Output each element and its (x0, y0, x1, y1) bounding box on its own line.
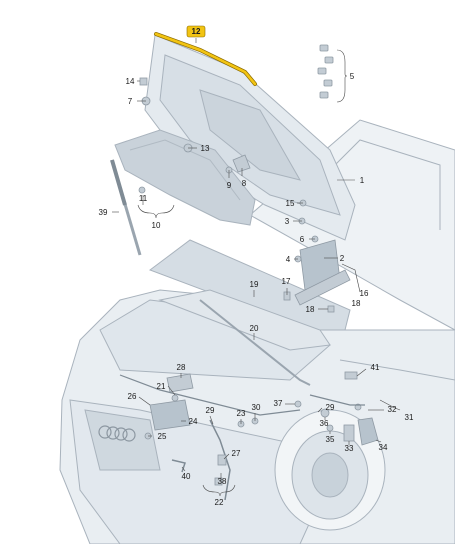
hood-panel (144, 34, 356, 241)
callout-13: 13 (201, 144, 210, 153)
callout-36: 36 (320, 419, 329, 428)
callout-label: 36 (320, 419, 329, 428)
callout-37: 37 (274, 399, 283, 408)
callout-31: 31 (405, 413, 414, 422)
callout-label: 40 (182, 472, 191, 481)
callout-label: 12 (192, 27, 201, 36)
callout-label: 23 (237, 409, 246, 418)
callout-label: 29 (206, 406, 215, 415)
callout-35: 35 (326, 435, 335, 444)
callout-label: 24 (189, 417, 198, 426)
callout-label: 6 (300, 235, 305, 244)
callout-20: 20 (250, 324, 259, 333)
callout-label: 29 (326, 403, 335, 412)
callout-8: 8 (242, 179, 247, 188)
callout-label: 16 (360, 289, 369, 298)
callout-label: 4 (286, 255, 291, 264)
callout-27: 27 (232, 449, 241, 458)
callout-15: 15 (286, 199, 295, 208)
callout-25: 25 (158, 432, 167, 441)
callout-label: 5 (350, 72, 355, 81)
callout-12: 12 (186, 25, 206, 38)
callout-label: 1 (360, 176, 365, 185)
callout-label: 2 (340, 254, 345, 263)
cowl-panels (148, 239, 351, 386)
callout-label: 38 (218, 477, 227, 486)
callout-10: 10 (152, 221, 161, 230)
callout-label: 28 (177, 363, 186, 372)
callout-label: 15 (286, 199, 295, 208)
callout-28: 28 (177, 363, 186, 372)
callout-30: 30 (252, 403, 261, 412)
callout-label: 34 (379, 443, 388, 452)
callout-label: 20 (250, 324, 259, 333)
callout-label: 30 (252, 403, 261, 412)
callout-label: 11 (139, 194, 148, 203)
callout-label: 21 (157, 382, 166, 391)
callout-39: 39 (99, 208, 108, 217)
small-parts (119, 44, 379, 501)
callout-label: 41 (371, 363, 380, 372)
callout-label: 27 (232, 449, 241, 458)
callout-label: 17 (282, 277, 291, 286)
callout-label: 32 (388, 405, 397, 414)
callout-label: 13 (201, 144, 210, 153)
callout-4: 4 (286, 255, 291, 264)
callout-label: 9 (227, 181, 232, 190)
callout-label: 7 (128, 97, 133, 106)
callout-label: 3 (285, 217, 290, 226)
callout-33: 33 (345, 444, 354, 453)
callout-18b: 18 (306, 305, 315, 314)
callout-7: 7 (128, 97, 133, 106)
callout-34: 34 (379, 443, 388, 452)
logo-rings (98, 425, 136, 442)
callout-26: 26 (128, 392, 137, 401)
callout-21: 21 (157, 382, 166, 391)
callout-11: 11 (139, 194, 148, 203)
callout-2: 2 (340, 254, 345, 263)
callout-3: 3 (285, 217, 290, 226)
callout-label: 35 (326, 435, 335, 444)
callout-label: 37 (274, 399, 283, 408)
gas-strut (110, 159, 142, 256)
callout-22: 22 (215, 498, 224, 507)
callout-16: 16 (360, 289, 369, 298)
callout-32: 32 (388, 405, 397, 414)
callout-6: 6 (300, 235, 305, 244)
callout-12-highlight-box (186, 25, 206, 38)
callout-17: 17 (282, 277, 291, 286)
callout-label: 39 (99, 208, 108, 217)
callout-label: 10 (152, 221, 161, 230)
callout-label: 33 (345, 444, 354, 453)
callout-label: 18 (306, 305, 315, 314)
callout-label: 25 (158, 432, 167, 441)
leader-lines (112, 38, 401, 497)
callout-labels: 1234567891011121314151617181819202122232… (99, 25, 414, 507)
callout-24: 24 (189, 417, 198, 426)
callout-5: 5 (350, 72, 355, 81)
callout-label: 22 (215, 498, 224, 507)
callout-29b: 29 (326, 403, 335, 412)
callout-label: 31 (405, 413, 414, 422)
callout-9: 9 (227, 181, 232, 190)
callout-label: 19 (250, 280, 259, 289)
callout-label: 14 (126, 77, 135, 86)
callout-23: 23 (237, 409, 246, 418)
callout-29a: 29 (206, 406, 215, 415)
callout-40: 40 (182, 472, 191, 481)
callout-label: 8 (242, 179, 247, 188)
callout-18a: 18 (352, 299, 361, 308)
callout-41: 41 (371, 363, 380, 372)
callout-38: 38 (218, 477, 227, 486)
callout-1: 1 (360, 176, 365, 185)
callout-14: 14 (126, 77, 135, 86)
callout-19: 19 (250, 280, 259, 289)
callout-label: 18 (352, 299, 361, 308)
callout-label: 26 (128, 392, 137, 401)
